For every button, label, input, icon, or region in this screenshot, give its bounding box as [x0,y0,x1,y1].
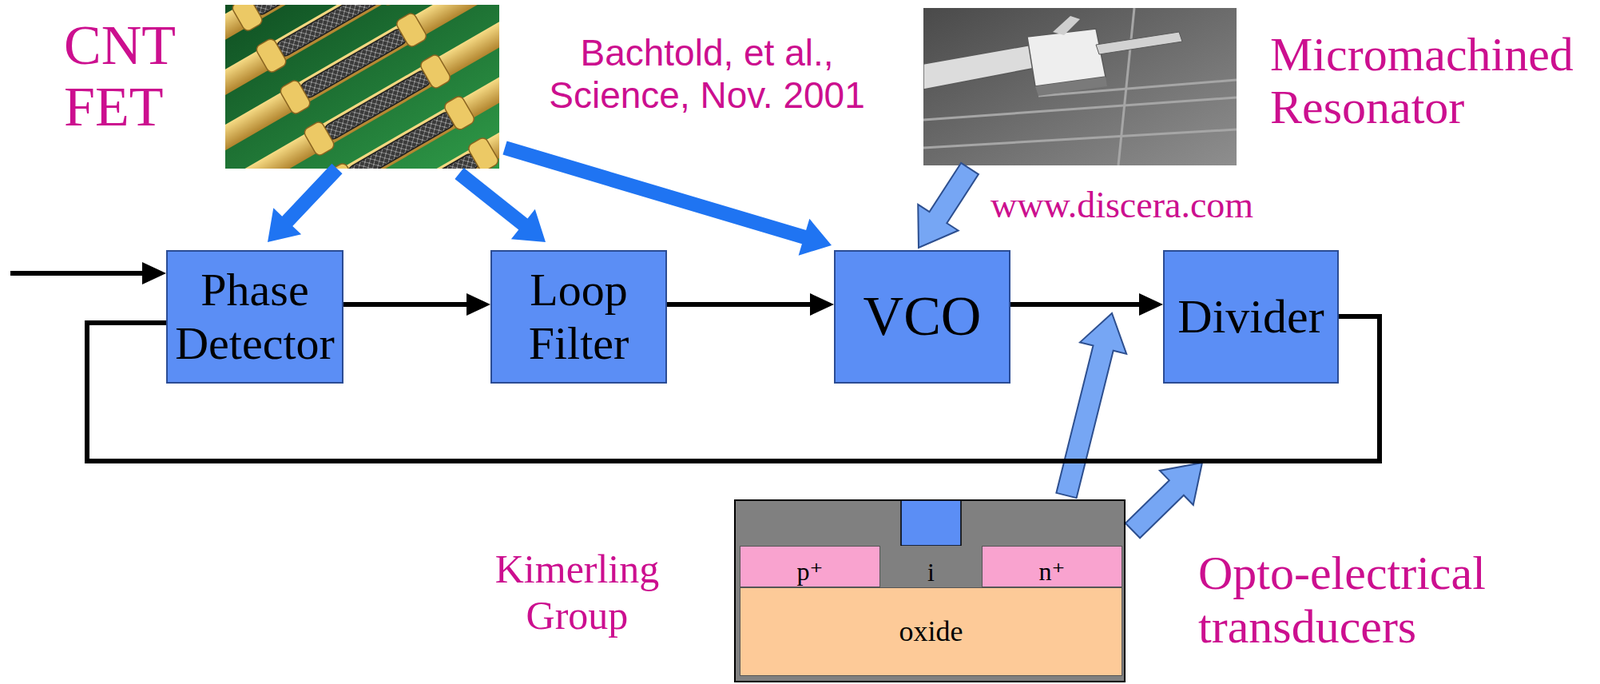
arrow-head [1139,293,1164,316]
node-text: Divider [1171,289,1331,345]
resonator-picture [923,7,1237,166]
pointer-arrow [502,140,832,255]
n-doped-region: n⁺ [981,545,1123,588]
contact-clamp [466,135,500,169]
contact-clamp [394,11,429,49]
pointer-arrow [454,167,546,243]
picture-background [923,7,1237,166]
arrow-head [466,293,491,316]
resonator-beam [923,44,1041,90]
group-credit: Kimerling Group [471,546,683,639]
node-text: VCO [841,284,1003,350]
connector-line [1010,301,1140,307]
intrinsic-region: i [880,545,982,588]
pointer-arrow [1056,313,1127,498]
nanotube [345,109,457,169]
contact-clamp [254,37,289,75]
electrode-strip [225,4,500,169]
divider-box: Divider [1163,250,1339,384]
p-doped-region: p⁺ [739,545,881,588]
pointer-arrow [267,163,343,243]
resonator-beam [1095,31,1183,55]
device-rows [225,4,500,169]
electrode-strip [225,4,500,169]
device-title: CNT FET [63,14,200,138]
connector-line [666,301,810,307]
arrow-head [809,293,834,316]
electrode-strip [225,4,500,160]
device-title: Micromachined Resonator [1270,27,1590,134]
node-text: oxide [743,615,1119,648]
citation-note: Bachtold, et al., Science, Nov. 2001 [519,31,895,117]
vco-box: VCO [833,250,1011,384]
cnt-fet-picture [225,4,500,169]
electrode-strip [225,4,500,169]
pointer-arrow [917,162,979,248]
node-text: i [882,559,980,585]
signal-connector [343,293,491,316]
device-title: Opto-electrical transducers [1198,546,1550,654]
contact-clamp [442,94,477,132]
electrode-strip [225,4,500,169]
loop-filter-box: Loop Filter [490,250,667,384]
trace-line [923,97,1237,120]
oxide-layer: oxide [739,587,1123,676]
gate-contact [901,500,961,546]
picture-background [225,4,500,169]
arrow-head [142,262,167,285]
contact-clamp [370,4,405,8]
device-cross-section [734,500,1125,682]
connector-line [343,301,467,307]
pointer-arrow [1125,462,1203,538]
nanotube [369,150,481,169]
input-wire [10,270,144,276]
signal-connector [1010,293,1164,316]
signal-connector [666,293,834,316]
contact-clamp [418,53,453,91]
contact-clamp [302,120,337,158]
phase-detector-box: Phase Detector [166,250,344,384]
trace-line [1118,7,1135,166]
trace-line [923,129,1237,148]
node-text: n⁺ [984,558,1120,584]
resonator-shadow [1035,76,1108,96]
anchor-post [1052,15,1080,36]
electrode-strip [225,12,500,169]
node-text: Loop Filter [498,263,660,370]
source-url: www.discera.com [990,185,1254,227]
contact-clamp [230,4,265,33]
resonator-block [1027,28,1106,87]
contact-clamp [278,79,313,116]
node-text: Phase Detector [174,263,336,370]
node-text: p⁺ [742,558,878,584]
